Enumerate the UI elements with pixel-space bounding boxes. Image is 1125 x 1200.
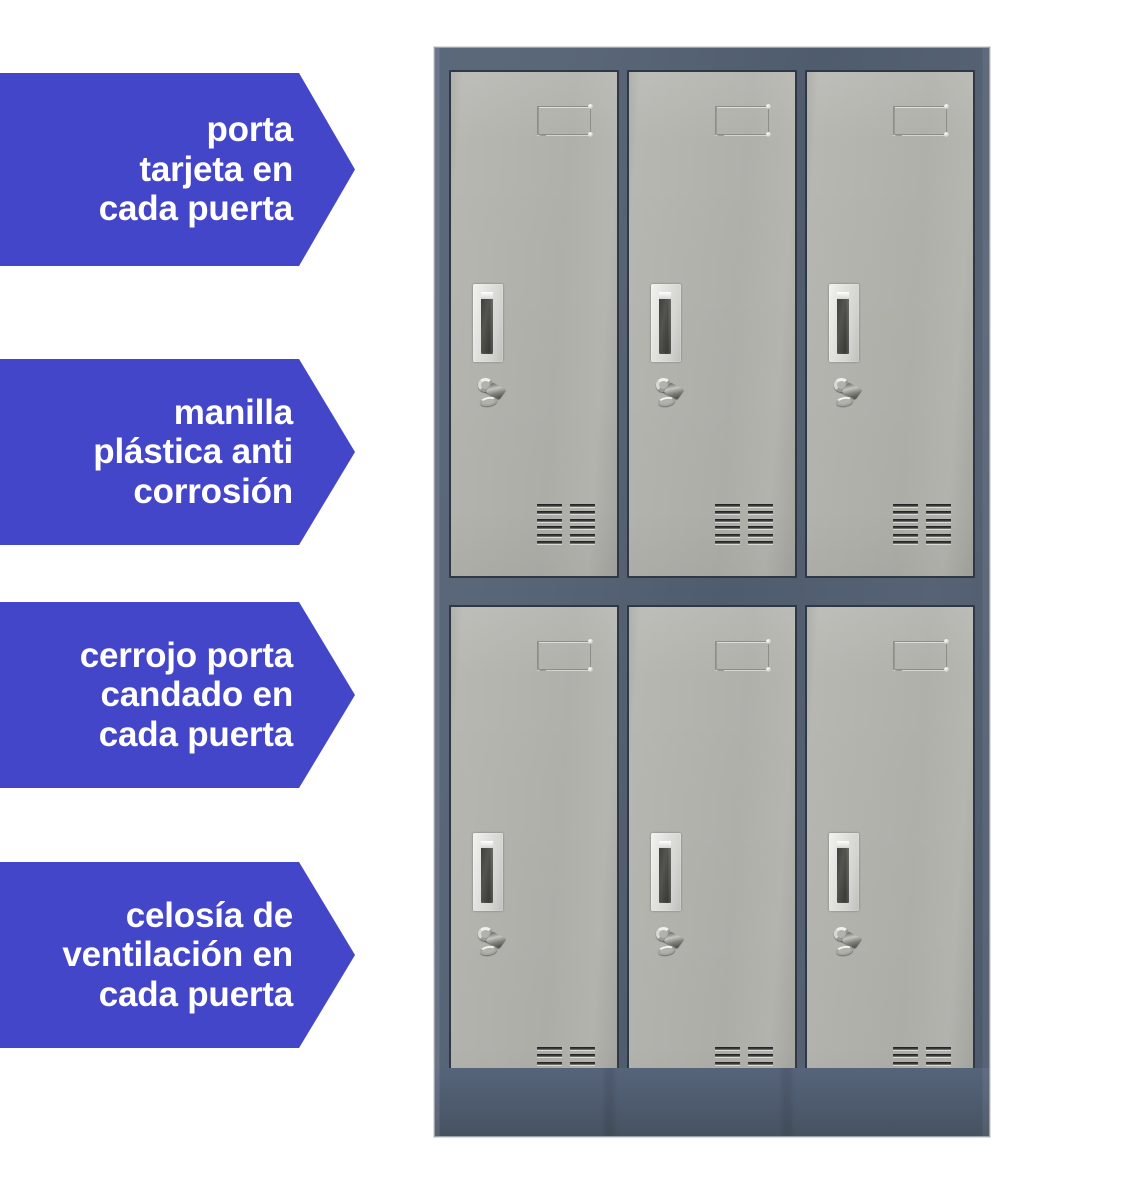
door-handle[interactable]	[651, 833, 681, 911]
padlock-hasp-icon[interactable]	[833, 376, 867, 410]
locker-door[interactable]	[449, 70, 619, 578]
ventilation-louvers-icon	[537, 504, 595, 544]
callout-line: cerrojo porta	[79, 635, 293, 675]
callout-line: tarjeta en	[139, 149, 293, 189]
locker-door[interactable]	[627, 70, 797, 578]
callout-line: cada puerta	[98, 189, 293, 229]
callout-line: corrosión	[133, 471, 293, 511]
ventilation-louvers-icon	[715, 504, 773, 544]
callout-celosia-ventilacion: celosía de ventilación en cada puerta	[0, 862, 355, 1048]
callout-line: celosía de	[125, 895, 293, 935]
card-holder-icon	[893, 104, 949, 137]
callout-line: manilla	[173, 392, 293, 432]
door-handle[interactable]	[829, 833, 859, 911]
callout-line: candado en	[100, 675, 294, 715]
callout-line: cada puerta	[98, 714, 293, 754]
card-holder-icon	[715, 639, 771, 672]
locker-base	[435, 1068, 989, 1136]
card-holder-icon	[537, 104, 593, 137]
locker-column	[627, 48, 807, 1136]
locker-door[interactable]	[627, 605, 797, 1113]
padlock-hasp-icon[interactable]	[477, 376, 511, 410]
padlock-hasp-icon[interactable]	[655, 376, 689, 410]
padlock-hasp-icon[interactable]	[655, 925, 689, 959]
card-holder-icon	[715, 104, 771, 137]
callout-manilla-plastica: manilla plástica anti corrosión	[0, 359, 355, 545]
door-handle[interactable]	[473, 284, 503, 362]
card-holder-icon	[537, 639, 593, 672]
door-handle[interactable]	[651, 284, 681, 362]
padlock-hasp-icon[interactable]	[477, 925, 511, 959]
locker-column	[449, 48, 629, 1136]
callout-line: ventilación en	[62, 935, 293, 975]
callout-cerrojo-candado: cerrojo porta candado en cada puerta	[0, 602, 355, 788]
locker-cabinet	[434, 47, 990, 1137]
callout-line: cada puerta	[98, 974, 293, 1014]
callout-line: plástica anti	[93, 432, 293, 472]
door-handle[interactable]	[829, 284, 859, 362]
ventilation-louvers-icon	[893, 504, 951, 544]
locker-column	[805, 48, 985, 1136]
locker-door[interactable]	[805, 70, 975, 578]
locker-door[interactable]	[449, 605, 619, 1113]
padlock-hasp-icon[interactable]	[833, 925, 867, 959]
card-holder-icon	[893, 639, 949, 672]
callout-line: porta	[206, 110, 293, 150]
door-handle[interactable]	[473, 833, 503, 911]
callout-porta-tarjeta: porta tarjeta en cada puerta	[0, 73, 355, 266]
locker-door[interactable]	[805, 605, 975, 1113]
